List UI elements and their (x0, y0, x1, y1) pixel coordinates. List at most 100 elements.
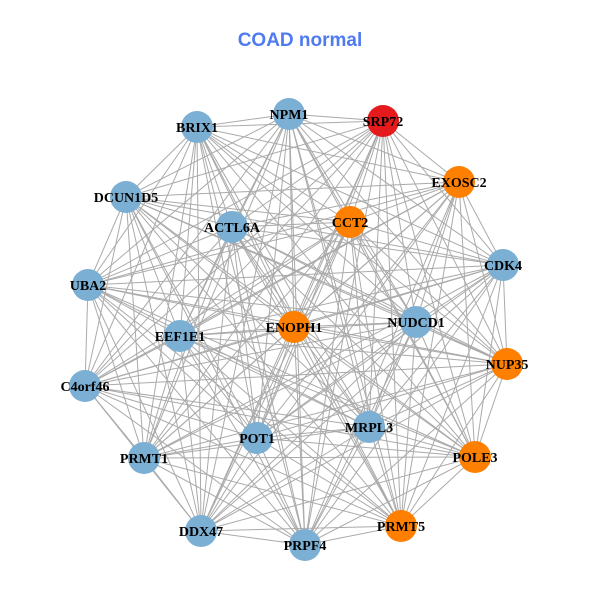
edge-BRIX1-UBA2 (87, 126, 198, 286)
node-label: BRIX1 (176, 121, 218, 136)
node-NUP35[interactable]: NUP35 (486, 348, 529, 380)
node-BRIX1[interactable]: BRIX1 (176, 111, 218, 143)
edge-POLE3-PRMT5 (400, 456, 476, 527)
edge-PRMT1-PRPF4 (143, 457, 306, 546)
node-circle (491, 348, 523, 380)
edge-C4orf46-MRPL3 (84, 385, 370, 428)
node-label: ACTL6A (204, 221, 261, 236)
edge-UBA2-DDX47 (87, 284, 202, 532)
node-ACTL6A[interactable]: ACTL6A (204, 211, 261, 243)
node-label: DDX47 (179, 525, 223, 540)
edge-ENOPH1-PRPF4 (293, 326, 306, 546)
edge-DCUN1D5-C4orf46 (84, 196, 127, 387)
node-circle (385, 510, 417, 542)
edge-POT1-DDX47 (200, 437, 258, 532)
node-label: CDK4 (484, 259, 522, 274)
edge-ACTL6A-CCT2 (231, 221, 351, 228)
node-NPM1[interactable]: NPM1 (270, 98, 309, 130)
edge-ENOPH1-C4orf46 (84, 326, 295, 387)
edge-NUDCD1-PRMT1 (143, 321, 417, 459)
edge-CCT2-CDK4 (349, 221, 504, 266)
edge-UBA2-POLE3 (87, 284, 476, 458)
node-label: POLE3 (452, 451, 497, 466)
edge-CCT2-PRPF4 (304, 221, 351, 546)
edge-CCT2-NUP35 (349, 221, 508, 365)
node-label: CCT2 (332, 216, 369, 231)
node-DCUN1D5[interactable]: DCUN1D5 (94, 181, 159, 213)
edge-ENOPH1-PRMT1 (143, 326, 295, 459)
node-C4orf46[interactable]: C4orf46 (61, 370, 110, 402)
node-circle (164, 320, 196, 352)
edge-DCUN1D5-CCT2 (125, 196, 351, 223)
node-circle (110, 181, 142, 213)
edge-POLE3-DDX47 (200, 456, 476, 532)
edge-UBA2-C4orf46 (84, 284, 89, 387)
edge-EXOSC2-DCUN1D5 (125, 181, 460, 198)
node-PRMT1[interactable]: PRMT1 (120, 442, 168, 474)
edge-NUP35-PRMT5 (400, 363, 508, 527)
node-PRMT5[interactable]: PRMT5 (377, 510, 425, 542)
node-label: NPM1 (270, 108, 309, 123)
edge-EEF1E1-MRPL3 (179, 335, 370, 428)
edge-UBA2-PRMT5 (87, 284, 402, 527)
node-POT1[interactable]: POT1 (239, 422, 275, 454)
node-UBA2[interactable]: UBA2 (70, 269, 107, 301)
edge-MRPL3-POT1 (256, 426, 370, 439)
edge-NUDCD1-POLE3 (415, 321, 476, 458)
node-circle (367, 105, 399, 137)
edge-EXOSC2-UBA2 (87, 181, 460, 286)
edge-CCT2-EEF1E1 (179, 221, 351, 337)
edge-BRIX1-CCT2 (196, 126, 351, 223)
edge-SRP72-DCUN1D5 (125, 120, 384, 198)
node-PRPF4[interactable]: PRPF4 (284, 529, 327, 561)
node-label: EEF1E1 (155, 330, 206, 345)
edge-ACTL6A-EEF1E1 (179, 226, 233, 337)
node-ENOPH1[interactable]: ENOPH1 (266, 311, 323, 343)
edge-NPM1-CDK4 (288, 113, 504, 266)
edge-NUP35-PRPF4 (304, 363, 508, 546)
edge-NUP35-POLE3 (474, 363, 508, 458)
node-POLE3[interactable]: POLE3 (452, 441, 498, 473)
node-circle (353, 411, 385, 443)
node-circle (459, 441, 491, 473)
node-circle (278, 311, 310, 343)
edge-CCT2-POLE3 (349, 221, 476, 458)
node-EXOSC2[interactable]: EXOSC2 (431, 166, 487, 198)
edge-MRPL3-DDX47 (200, 426, 370, 532)
node-MRPL3[interactable]: MRPL3 (345, 411, 393, 443)
edge-NUP35-C4orf46 (84, 363, 508, 387)
edge-POLE3-PRPF4 (304, 456, 476, 546)
edge-ACTL6A-UBA2 (87, 226, 233, 286)
edges-layer (84, 113, 508, 546)
node-label: EXOSC2 (431, 176, 486, 191)
edge-PRMT1-PRMT5 (143, 457, 402, 527)
edge-EXOSC2-PRPF4 (304, 181, 460, 546)
node-DDX47[interactable]: DDX47 (179, 515, 223, 547)
node-label: MRPL3 (345, 421, 393, 436)
node-circle (185, 515, 217, 547)
edge-CCT2-NUDCD1 (349, 221, 417, 323)
edge-NUP35-PRMT1 (143, 363, 508, 459)
node-circle (443, 166, 475, 198)
edge-POT1-PRMT1 (143, 437, 258, 459)
edge-EEF1E1-POT1 (179, 335, 258, 439)
node-label: PRMT5 (377, 520, 425, 535)
edge-BRIX1-C4orf46 (84, 126, 198, 387)
edge-DCUN1D5-MRPL3 (125, 196, 370, 428)
edge-ENOPH1-NUP35 (293, 326, 508, 365)
edge-SRP72-POT1 (256, 120, 384, 439)
node-circle (334, 206, 366, 238)
node-SRP72[interactable]: SRP72 (363, 105, 403, 137)
edge-CDK4-NUDCD1 (415, 264, 504, 323)
node-NUDCD1[interactable]: NUDCD1 (387, 306, 445, 338)
node-CDK4[interactable]: CDK4 (484, 249, 522, 281)
node-CCT2[interactable]: CCT2 (332, 206, 369, 238)
node-label: NUDCD1 (387, 316, 445, 331)
edge-EXOSC2-NUP35 (458, 181, 508, 365)
node-EEF1E1[interactable]: EEF1E1 (155, 320, 206, 352)
node-label: DCUN1D5 (94, 191, 159, 206)
node-label: NUP35 (486, 358, 529, 373)
edge-UBA2-PRMT1 (87, 284, 145, 459)
edge-BRIX1-ACTL6A (196, 126, 233, 228)
edge-EXOSC2-POLE3 (458, 181, 476, 458)
